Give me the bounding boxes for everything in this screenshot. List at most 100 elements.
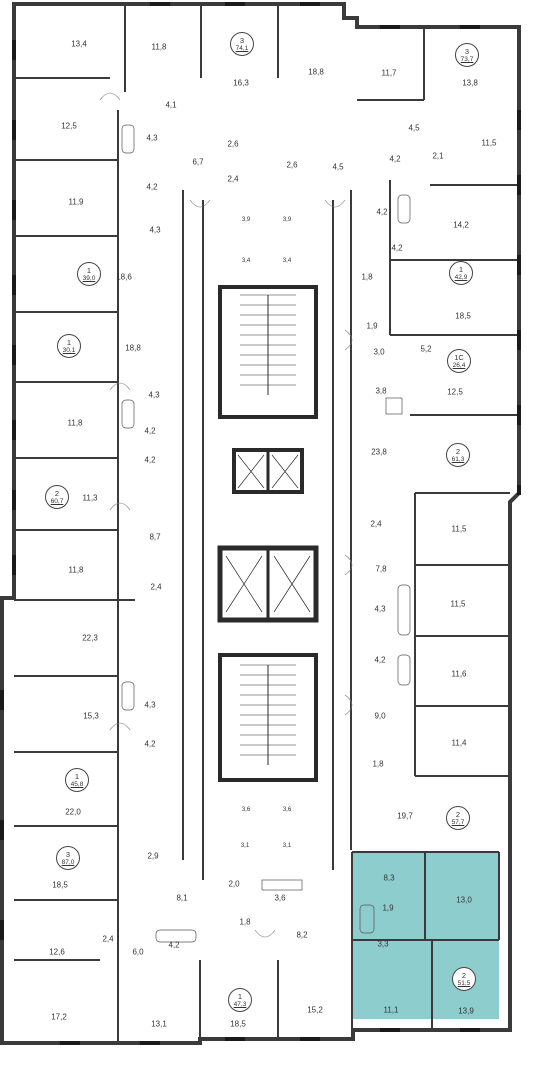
room-area: 11,5 [450, 599, 466, 609]
room-area: 12,5 [61, 121, 77, 131]
room-area: 4,5 [408, 123, 420, 133]
room-area: 4,2 [168, 940, 180, 950]
room-area: 4,2 [144, 426, 156, 436]
room-area: 4,3 [374, 604, 386, 614]
room-area: 3,9 [282, 217, 292, 223]
apartment-rooms: 2 [455, 446, 461, 456]
apartment-badge[interactable]: 1 42,9 [449, 261, 473, 285]
room-area: 18,5 [52, 880, 68, 890]
apartment-area: 39,0 [82, 274, 96, 282]
room-area: 4,2 [376, 207, 388, 217]
bathroom-fixtures [121, 124, 411, 943]
apartment-badge[interactable]: 2 61,3 [446, 443, 470, 467]
room-area: 2,4 [150, 582, 162, 592]
room-area: 18,6 [116, 272, 132, 282]
room-area: 6,7 [192, 157, 204, 167]
room-area: 17,2 [51, 1012, 67, 1022]
apartment-area: 47,3 [233, 1000, 247, 1008]
room-area: 11,5 [451, 524, 467, 534]
apartment-rooms: 3 [239, 35, 245, 45]
apartment-area: 45,8 [70, 780, 84, 788]
apartment-area: 74,1 [235, 44, 249, 52]
room-area: 4,2 [374, 655, 386, 665]
room-area: 22,0 [65, 807, 81, 817]
room-area: 3,4 [241, 258, 251, 264]
room-area: 4,3 [148, 390, 160, 400]
apartment-rooms: 1С [454, 352, 464, 362]
apartment-area: 87,0 [61, 858, 75, 866]
apartment-badge[interactable]: 1С 26,4 [447, 349, 471, 373]
apartment-area: 42,9 [454, 273, 468, 281]
room-area: 3,9 [241, 217, 251, 223]
apartment-rooms: 1 [86, 265, 92, 275]
room-area: 3,8 [375, 386, 387, 396]
room-area: 2,6 [286, 160, 298, 170]
room-area: 9,0 [374, 711, 386, 721]
room-area: 16,3 [233, 78, 249, 88]
room-area: 1,8 [372, 759, 384, 769]
room-area: 13,8 [462, 78, 478, 88]
room-area: 3,4 [282, 258, 292, 264]
core [217, 285, 319, 782]
room-area: 6,0 [132, 947, 144, 957]
apartment-rooms: 3 [464, 46, 470, 56]
room-area: 4,3 [144, 700, 156, 710]
room-area: 11,7 [381, 68, 397, 78]
room-area: 18,5 [230, 1019, 246, 1029]
room-area: 3,6 [274, 893, 286, 903]
apartment-area: 57,7 [451, 818, 465, 826]
room-area: 13,4 [71, 39, 87, 49]
apartment-badge[interactable]: 1 47,3 [228, 988, 252, 1012]
apartment-rooms: 1 [66, 337, 72, 347]
room-area: 2,4 [370, 519, 382, 529]
room-area: 3,6 [282, 807, 292, 813]
room-area: 4,3 [149, 225, 161, 235]
apartment-badge[interactable]: 2 51,5 [452, 967, 476, 991]
room-area: 2,1 [432, 151, 444, 161]
apartment-badge[interactable]: 1 45,8 [65, 768, 89, 792]
room-area: 4,2 [144, 739, 156, 749]
apartment-rooms: 2 [455, 809, 461, 819]
apartment-badge[interactable]: 3 74,1 [230, 32, 254, 56]
doors [99, 92, 353, 938]
room-area: 2,9 [147, 851, 159, 861]
room-area: 3,3 [377, 939, 389, 949]
room-area: 18,5 [455, 311, 471, 321]
room-area: 11,8 [67, 418, 83, 428]
apartment-badge[interactable]: 3 87,0 [56, 846, 80, 870]
apartment-area: 60,7 [50, 497, 64, 505]
apartment-area: 30,1 [62, 346, 76, 354]
apartment-badge[interactable]: 2 60,7 [45, 485, 69, 509]
room-area: 1,9 [382, 903, 394, 913]
apartment-badge[interactable]: 1 30,1 [57, 334, 81, 358]
apartment-badge[interactable]: 1 39,0 [77, 262, 101, 286]
room-area: 2,4 [227, 174, 239, 184]
apartment-rooms: 2 [461, 970, 467, 980]
building-outline [0, 2, 521, 1045]
apartment-badge[interactable]: 2 57,7 [446, 806, 470, 830]
room-area: 13,9 [458, 1006, 474, 1016]
room-area: 11,8 [151, 42, 167, 52]
room-area: 13,1 [151, 1019, 167, 1029]
apartment-badge[interactable]: 3 73,7 [455, 43, 479, 67]
room-area: 11,1 [383, 1005, 399, 1015]
room-area: 4,2 [146, 182, 158, 192]
room-area: 3,1 [240, 843, 250, 849]
room-area: 4,3 [146, 133, 158, 143]
room-area: 2,6 [227, 139, 239, 149]
room-area: 22,3 [82, 633, 98, 643]
room-area: 1,8 [239, 917, 251, 927]
room-area: 8,2 [296, 930, 308, 940]
room-area: 3,1 [282, 843, 292, 849]
room-area: 1,8 [361, 272, 373, 282]
apartment-rooms: 1 [74, 771, 80, 781]
room-area: 7,8 [375, 564, 387, 574]
room-area: 8,7 [149, 532, 161, 542]
room-area: 4,5 [332, 162, 344, 172]
room-area: 1,9 [366, 321, 378, 331]
room-area: 13,0 [456, 895, 472, 905]
room-area: 4,2 [389, 154, 401, 164]
corridor-walls [182, 190, 352, 880]
room-area: 11,3 [82, 493, 98, 503]
